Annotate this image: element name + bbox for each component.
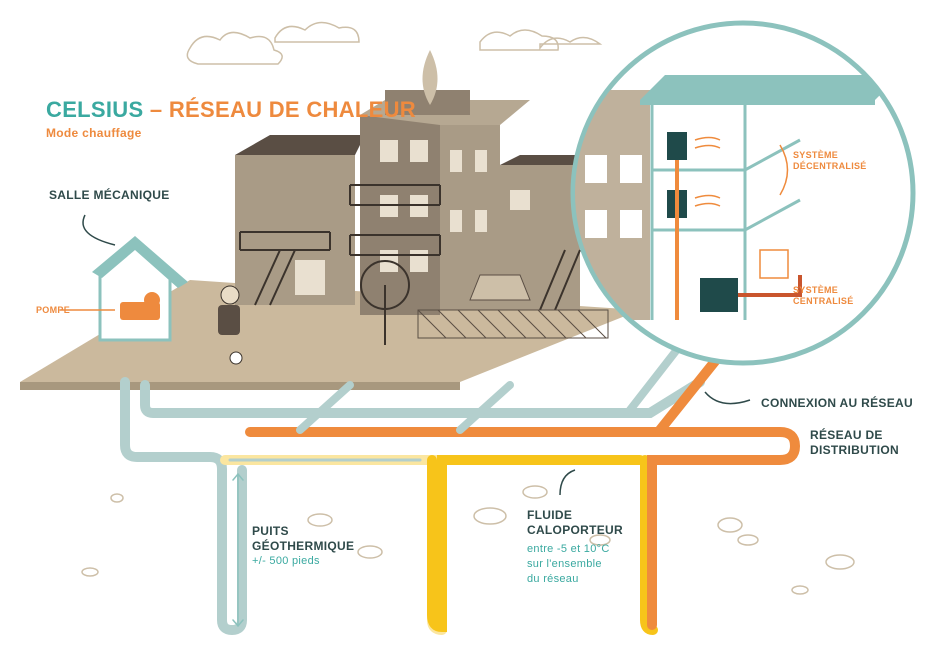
radiator-icon — [759, 249, 789, 279]
mechanical-room — [60, 214, 188, 342]
systeme-centralise-label: SYSTÈME CENTRALISÉ — [793, 285, 854, 308]
label-line: CENTRALISÉ — [793, 296, 854, 307]
label-line: PUITS — [252, 524, 289, 538]
puits-label: PUITS GÉOTHERMIQUE +/- 500 pieds — [252, 524, 354, 569]
detail-line: sur l'ensemble — [527, 557, 602, 570]
pipes — [120, 295, 801, 636]
page-title: CELSIUS – RÉSEAU DE CHALEUR — [46, 96, 416, 124]
reseau-distribution-label: RÉSEAU DE DISTRIBUTION — [810, 428, 899, 458]
detail-line: entre -5 et 10°C — [527, 543, 610, 555]
car — [469, 274, 531, 301]
brand-name: CELSIUS — [46, 97, 144, 122]
connexion-label: CONNEXION AU RÉSEAU — [761, 396, 913, 410]
label-line: CALOPORTEUR — [527, 523, 623, 537]
pompe-label: POMPE — [36, 305, 71, 315]
title-main: RÉSEAU DE CHALEUR — [168, 97, 416, 122]
depth-text: +/- 500 pieds — [252, 555, 320, 567]
title-separator: – — [149, 97, 163, 122]
label-line: SYSTÈME — [793, 285, 839, 295]
hot-pipe — [245, 427, 801, 630]
pebbles — [81, 485, 855, 595]
label-line: DISTRIBUTION — [810, 443, 899, 457]
label-line: GÉOTHERMIQUE — [252, 539, 355, 553]
zoom-circle — [570, 20, 916, 366]
fence — [417, 309, 609, 339]
rooftop-tree — [422, 50, 438, 105]
child-figure — [218, 285, 243, 365]
central-unit — [700, 278, 738, 312]
label-line: RÉSEAU DE — [810, 428, 883, 442]
mode-label: Mode chauffage — [46, 126, 142, 140]
label-line: DÉCENTRALISÉ — [793, 161, 867, 172]
buildings — [235, 50, 609, 345]
label-line: SYSTÈME — [793, 150, 839, 160]
label-line: FLUIDE — [527, 508, 573, 522]
fluide-label: FLUIDE CALOPORTEUR entre -5 et 10°C sur … — [527, 508, 623, 587]
salle-mecanique-label: SALLE MÉCANIQUE — [49, 188, 170, 202]
cold-pipe — [120, 377, 247, 636]
detail-line: du réseau — [527, 572, 579, 585]
clouds — [186, 21, 603, 65]
decentral-unit-1 — [667, 132, 687, 160]
systeme-decentralise-label: SYSTÈME DÉCENTRALISÉ — [793, 150, 867, 173]
